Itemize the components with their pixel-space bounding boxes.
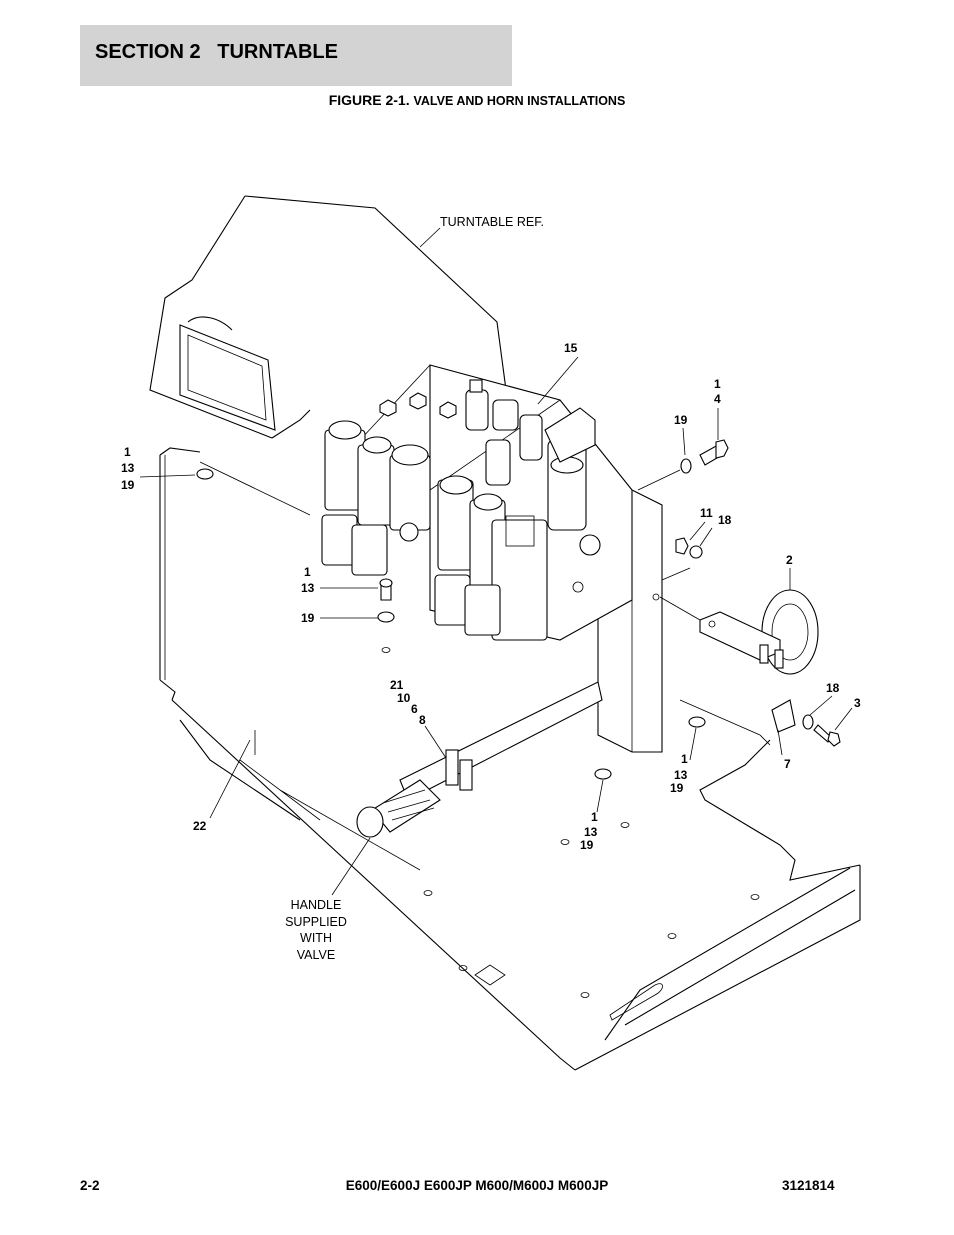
plate-holes [381,647,760,998]
callout-1: 1 [681,752,688,766]
callout-19: 19 [301,611,315,625]
note-handle-line: HANDLE [291,898,342,912]
callout-21: 21 [390,678,404,692]
callout-19: 19 [121,478,135,492]
callout-7: 7 [784,757,791,771]
callout-1: 1 [124,445,131,459]
callout-1: 1 [591,810,598,824]
section-header: SECTION 2 TURNTABLE [80,25,512,86]
document-number: 3121814 [782,1178,835,1193]
footer-models: E600/E600J E600JP M600/M600J M600JP [345,1178,609,1193]
callout-3: 3 [854,696,861,710]
callout-6: 6 [411,702,418,716]
turntable-plate [159,447,861,1071]
callout-8: 8 [419,713,426,727]
note-handle: HANDLE SUPPLIED WITH VALVE [285,898,347,962]
section-title: SECTION 2 TURNTABLE [95,41,338,63]
callout-1: 1 [714,377,721,391]
callout-2: 2 [786,553,793,567]
callout-22: 22 [193,819,207,833]
callout-18: 18 [718,513,732,527]
callout-13: 13 [584,825,598,839]
callout-13: 13 [301,581,315,595]
note-handle-line: VALVE [297,948,335,962]
callout-11: 11 [700,506,713,520]
page-number: 2-2 [80,1178,100,1193]
callout-1: 1 [304,565,311,579]
callout-10: 10 [397,691,411,705]
horn [659,589,819,675]
valve-handle [356,681,603,838]
figure-prefix: FIGURE 2-1. [328,92,414,108]
callout-19: 19 [580,838,594,852]
callout-15: 15 [564,341,578,355]
callout-18: 18 [826,681,840,695]
callouts: 15 1 4 19 1 13 19 11 18 2 1 13 19 21 10 … [121,341,861,852]
figure-title: FIGURE 2-1. VALVE AND HORN INSTALLATIONS [0,92,954,108]
note-handle-line: WITH [300,931,332,945]
leader-lines [139,356,853,896]
control-valve [321,364,633,641]
callout-4: 4 [714,392,721,406]
note-turntable-ref: TURNTABLE REF. [440,215,544,229]
figure-name: VALVE AND HORN INSTALLATIONS [413,94,626,108]
callout-13: 13 [121,461,135,475]
callout-13: 13 [674,768,688,782]
hardware [196,439,841,780]
callout-19: 19 [674,413,688,427]
callout-19: 19 [670,781,684,795]
note-handle-line: SUPPLIED [285,915,347,929]
